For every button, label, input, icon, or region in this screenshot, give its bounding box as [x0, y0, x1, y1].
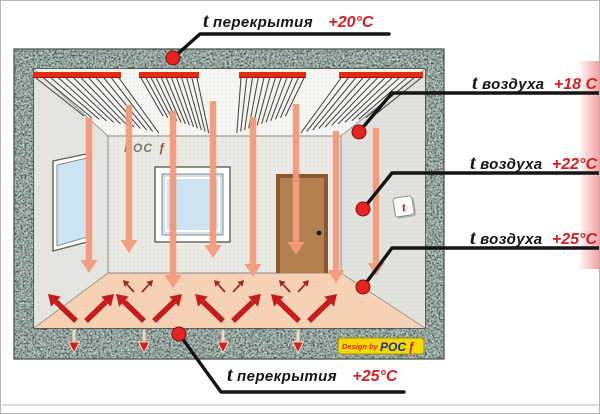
door [276, 174, 328, 273]
t-symbol: t [227, 364, 233, 386]
badge-brand: РОС [380, 340, 406, 354]
callout-lines [171, 32, 599, 394]
label-value: +25°С [551, 231, 597, 248]
t-symbol: t [203, 10, 209, 32]
thermostat-glyph: t [401, 199, 407, 214]
callout-line-air-upper [357, 91, 599, 134]
label-name: воздуха [480, 156, 543, 173]
label-name: воздуха [480, 231, 543, 248]
label-name: воздуха [482, 76, 545, 93]
label-value: +25°С [352, 368, 398, 385]
label-value: +20°С [328, 14, 374, 31]
t-symbol: t [472, 72, 478, 94]
radiant-ceiling-panels [34, 72, 423, 134]
back-wall-outline [107, 135, 342, 274]
floor-reflection-arrows-big [48, 294, 337, 323]
window-left-wall [52, 152, 92, 252]
floor-reflection-arrows-small [123, 280, 309, 293]
callout-dot [165, 50, 181, 66]
label-air-temp-middle: t воздуха +22°С [431, 153, 597, 175]
callout-dot [171, 326, 187, 342]
label-air-temp-lower: t воздуха +25°С [431, 228, 597, 250]
callout-dot [355, 279, 371, 295]
callout-dots [165, 50, 371, 342]
callout-dot [351, 124, 367, 140]
label-ceiling-slab-temp-top: t перекрытия +20°С [203, 11, 373, 33]
heat-flow-arrows-down [80, 101, 385, 288]
window-back-wall [154, 166, 231, 243]
wall-logo-flame-icon: ƒ [158, 141, 166, 155]
pink-temperature-gradient-bar [578, 61, 599, 269]
slab-heat-arrows [67, 330, 305, 355]
t-symbol: t [470, 152, 476, 174]
label-value: +18 С [553, 76, 597, 93]
callout-line-bottom [177, 332, 406, 394]
t-symbol: t [470, 227, 476, 249]
label-air-temp-upper: t воздуха +18 С [431, 73, 597, 95]
callout-line-top [171, 32, 391, 60]
label-name: перекрытия [213, 14, 313, 31]
label-floor-slab-temp-bottom: t перекрытия +25°С [227, 365, 397, 387]
label-name: перекрытия [237, 368, 337, 385]
callout-line-air-middle [361, 171, 599, 211]
badge-flame-icon: ƒ [408, 340, 415, 354]
callout-line-air-lower [361, 246, 599, 289]
design-badge: Design by РОС ƒ [337, 337, 425, 355]
thermostat-icon: t [392, 195, 417, 219]
callout-dot [355, 201, 371, 217]
badge-design-by: Design by [342, 342, 379, 351]
door-knob [316, 230, 322, 236]
label-value: +22°С [551, 156, 597, 173]
